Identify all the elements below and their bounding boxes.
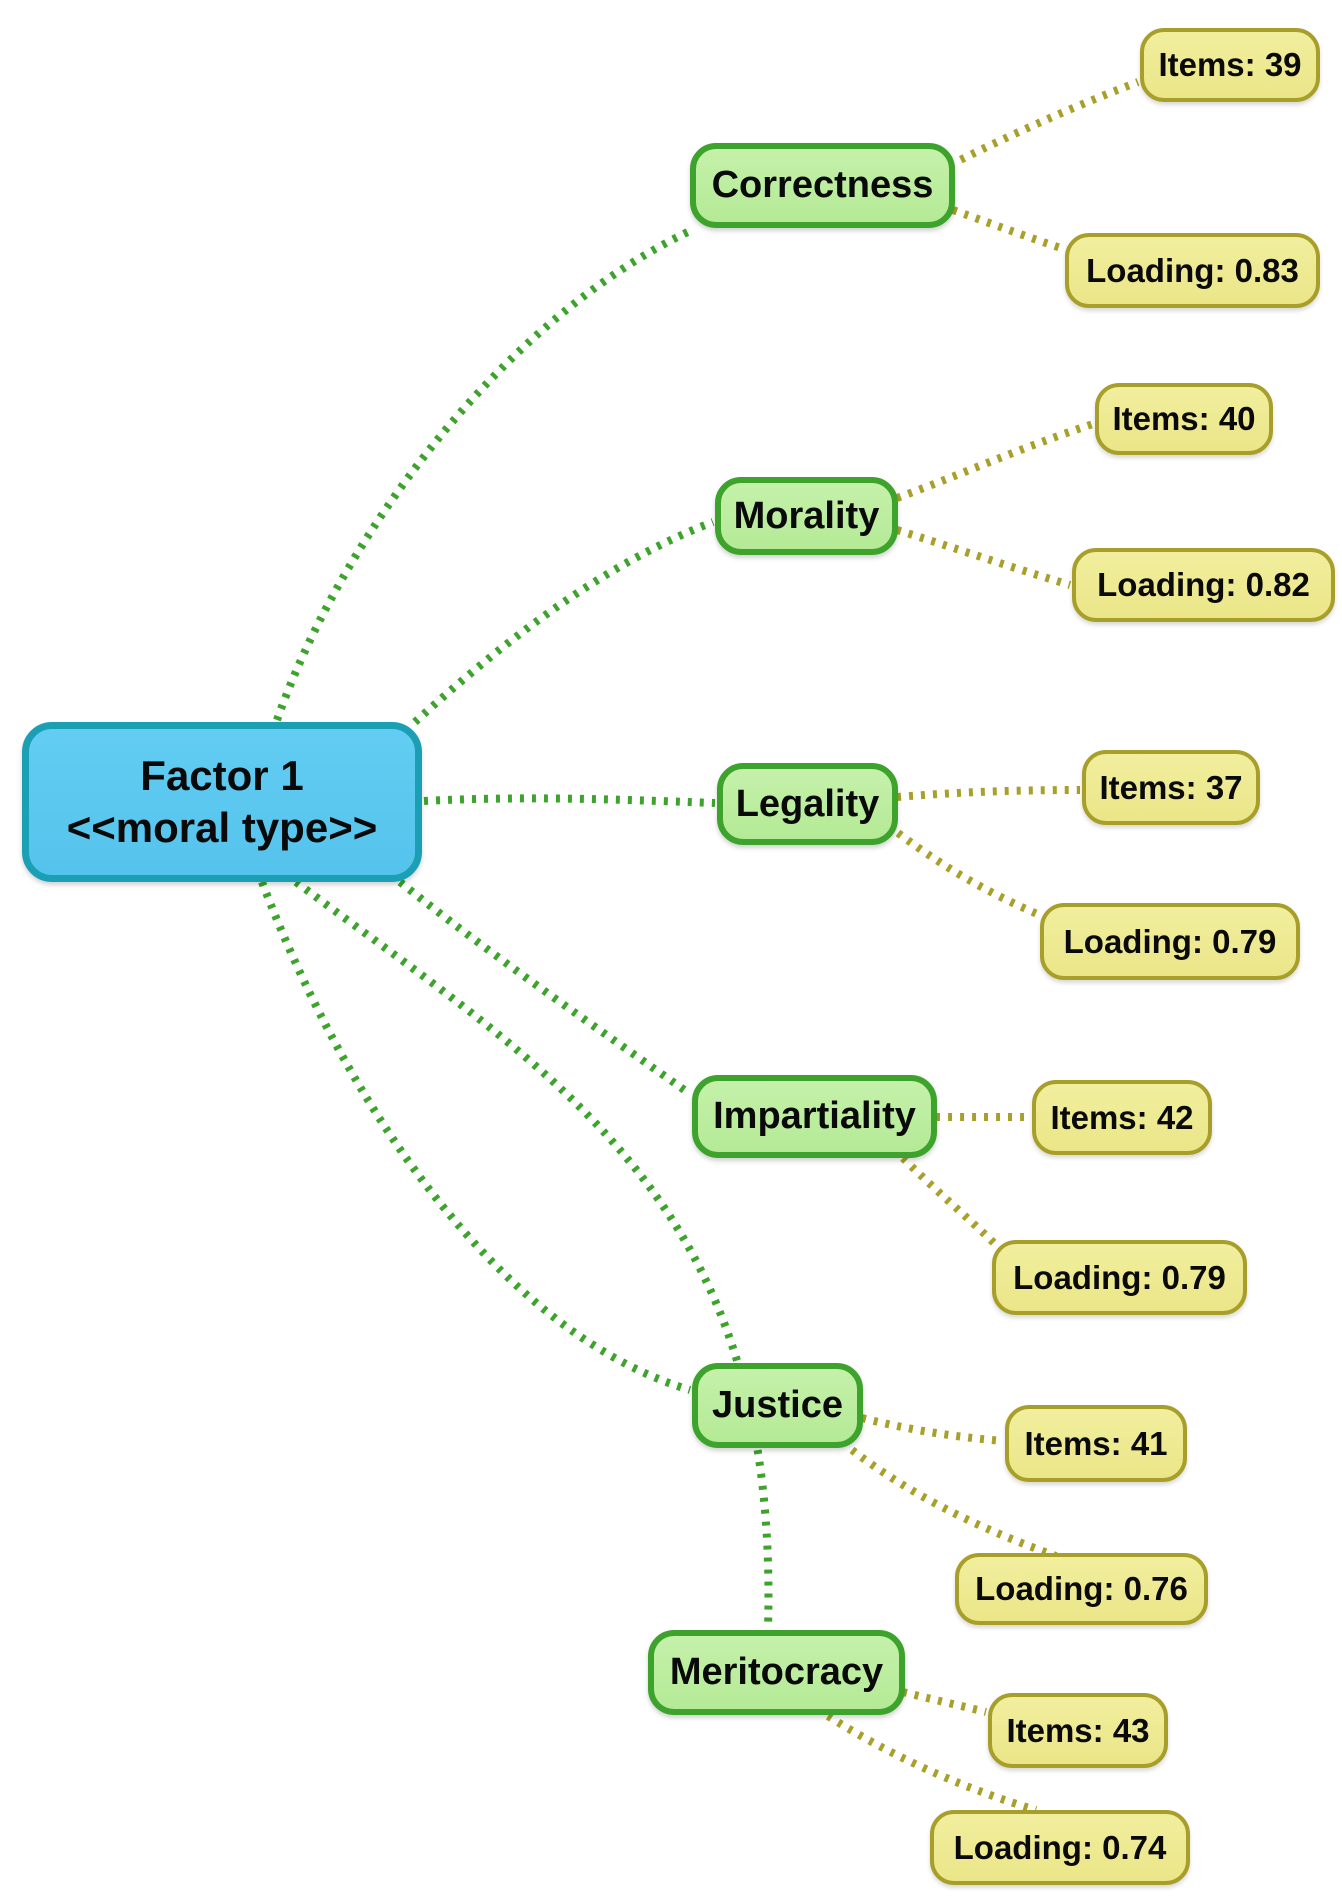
edge-correctness-items	[948, 78, 1140, 169]
attribute-label: Items: 43	[1006, 1711, 1150, 1749]
attribute-node-morality-items[interactable]: Items: 40	[1095, 383, 1273, 455]
attribute-edges	[825, 78, 1140, 1814]
concept-label: Meritocracy	[669, 1651, 884, 1693]
attribute-label: Items: 39	[1158, 46, 1302, 83]
factor-node[interactable]: Factor 1 <<moral type>>	[22, 722, 422, 882]
edge-factor-correctness	[273, 226, 694, 722]
concept-node-justice[interactable]: Justice	[692, 1363, 863, 1448]
factor-edges	[258, 226, 773, 1629]
edge-meritocracy-loading	[825, 1712, 1038, 1814]
attribute-node-meritocracy-items[interactable]: Items: 43	[988, 1693, 1168, 1768]
attribute-label: Loading: 0.82	[1097, 566, 1310, 603]
attribute-label: Loading: 0.79	[1013, 1258, 1226, 1296]
attribute-label: Items: 37	[1099, 768, 1243, 806]
attribute-node-justice-items[interactable]: Items: 41	[1005, 1405, 1187, 1482]
edge-impartiality-loading	[900, 1155, 997, 1246]
attribute-node-correctness-loading[interactable]: Loading: 0.83	[1065, 233, 1320, 308]
attribute-node-meritocracy-loading[interactable]: Loading: 0.74	[930, 1810, 1190, 1885]
attribute-label: Loading: 0.74	[953, 1828, 1167, 1866]
edge-factor-impartiality	[397, 878, 693, 1098]
attribute-node-justice-loading[interactable]: Loading: 0.76	[955, 1553, 1208, 1625]
attribute-node-correctness-items[interactable]: Items: 39	[1140, 28, 1320, 102]
attribute-label: Loading: 0.79	[1063, 922, 1277, 960]
concept-label: Justice	[712, 1384, 843, 1426]
edge-factor-legality	[423, 794, 716, 807]
edge-legality-items	[896, 786, 1081, 801]
concept-node-impartiality[interactable]: Impartiality	[692, 1075, 937, 1158]
attribute-node-morality-loading[interactable]: Loading: 0.82	[1072, 548, 1335, 622]
edge-legality-loading	[895, 829, 1044, 920]
edge-justice-loading	[849, 1446, 1058, 1560]
edge-correctness-loading	[951, 206, 1069, 254]
attribute-node-legality-loading[interactable]: Loading: 0.79	[1040, 903, 1300, 980]
attribute-label: Loading: 0.76	[975, 1570, 1188, 1607]
edge-factor-meritocracy	[293, 878, 773, 1629]
edge-meritocracy-items	[901, 1688, 987, 1716]
concept-node-legality[interactable]: Legality	[717, 763, 898, 845]
attribute-label: Loading: 0.83	[1086, 251, 1299, 289]
concept-label: Morality	[733, 494, 880, 537]
concept-label: Impartiality	[713, 1095, 916, 1137]
concept-node-correctness[interactable]: Correctness	[690, 143, 955, 228]
attribute-label: Items: 42	[1050, 1098, 1194, 1136]
concept-node-meritocracy[interactable]: Meritocracy	[648, 1630, 905, 1715]
attribute-node-impartiality-loading[interactable]: Loading: 0.79	[992, 1240, 1247, 1315]
concept-label: Correctness	[711, 164, 934, 206]
attribute-label: Items: 41	[1024, 1424, 1168, 1462]
edge-factor-justice	[258, 880, 692, 1394]
edge-justice-items	[861, 1414, 1004, 1445]
attribute-label: Items: 40	[1112, 400, 1256, 437]
attribute-node-impartiality-items[interactable]: Items: 42	[1032, 1080, 1212, 1155]
concept-node-morality[interactable]: Morality	[715, 477, 898, 555]
edge-morality-items	[895, 420, 1095, 502]
edge-morality-loading	[895, 526, 1072, 589]
edge-factor-morality	[412, 518, 715, 725]
attribute-node-legality-items[interactable]: Items: 37	[1082, 750, 1260, 825]
factor-stereotype: <<moral type>>	[66, 804, 378, 851]
factor-title: Factor 1	[140, 751, 304, 799]
concept-label: Legality	[735, 782, 880, 825]
